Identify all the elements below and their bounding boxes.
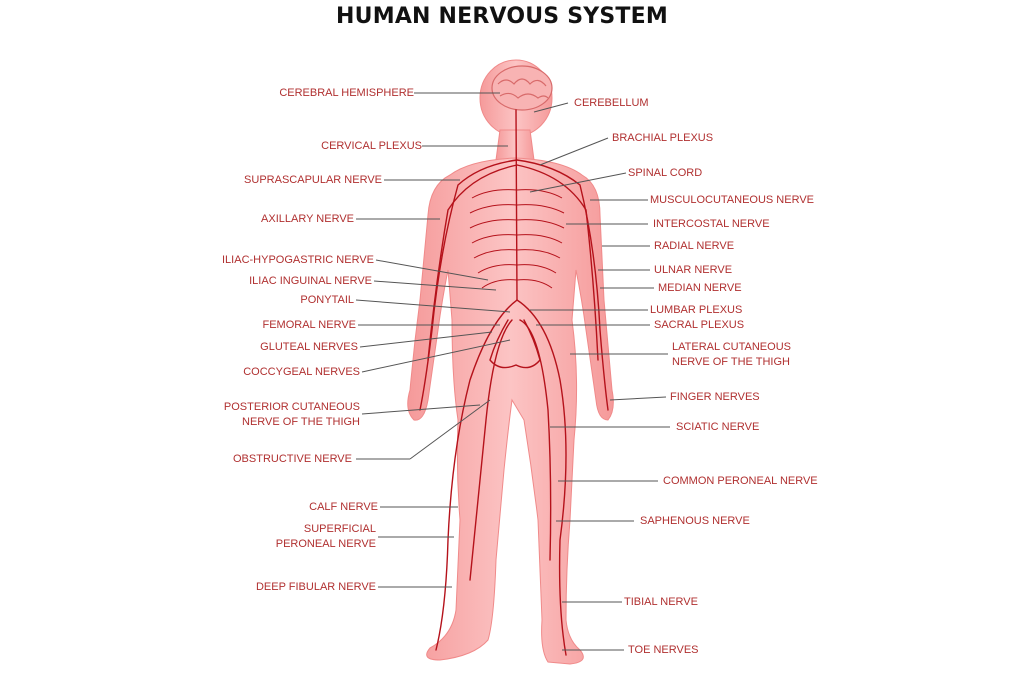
label-musculocutaneous-nerve: MUSCULOCUTANEOUS NERVE (650, 193, 814, 208)
label-line: FEMORAL NERVE (262, 318, 356, 333)
label-line: CERVICAL PLEXUS (321, 139, 422, 154)
label-finger-nerves: FINGER NERVES (670, 390, 760, 405)
label-line: COCCYGEAL NERVES (243, 365, 360, 380)
label-line: MEDIAN NERVE (658, 281, 742, 296)
label-line: RADIAL NERVE (654, 239, 734, 254)
label-line: AXILLARY NERVE (261, 212, 354, 227)
label-deep-fibular-nerve: DEEP FIBULAR NERVE (256, 580, 376, 595)
label-line: CEREBRAL HEMISPHERE (279, 86, 414, 101)
label-line: DEEP FIBULAR NERVE (256, 580, 376, 595)
label-line: SUPRASCAPULAR NERVE (244, 173, 382, 188)
label-line: ULNAR NERVE (654, 263, 732, 278)
label-axillary-nerve: AXILLARY NERVE (261, 212, 354, 227)
label-line: SACRAL PLEXUS (654, 318, 744, 333)
label-suprascapular-nerve: SUPRASCAPULAR NERVE (244, 173, 382, 188)
label-line: TIBIAL NERVE (624, 595, 698, 610)
label-line: NERVE OF THE THIGH (224, 415, 360, 430)
label-line: SUPERFICIAL (276, 522, 376, 537)
label-line: PERONEAL NERVE (276, 537, 376, 552)
label-line: GLUTEAL NERVES (260, 340, 358, 355)
label-coccygeal-nerves: COCCYGEAL NERVES (243, 365, 360, 380)
body-silhouette (408, 60, 614, 664)
label-line: ILIAC-HYPOGASTRIC NERVE (222, 253, 374, 268)
label-obstructive-nerve: OBSTRUCTIVE NERVE (233, 452, 352, 467)
label-sacral-plexus: SACRAL PLEXUS (654, 318, 744, 333)
label-sciatic-nerve: SCIATIC NERVE (676, 420, 759, 435)
label-cervical-plexus: CERVICAL PLEXUS (321, 139, 422, 154)
label-iliac-inguinal-nerve: ILIAC INGUINAL NERVE (249, 274, 372, 289)
label-gluteal-nerves: GLUTEAL NERVES (260, 340, 358, 355)
label-common-peroneal-nerve: COMMON PERONEAL NERVE (663, 474, 818, 489)
label-line: LATERAL CUTANEOUS (672, 340, 791, 355)
label-femoral-nerve: FEMORAL NERVE (262, 318, 356, 333)
label-line: CEREBELLUM (574, 96, 649, 111)
label-line: ILIAC INGUINAL NERVE (249, 274, 372, 289)
label-toe-nerves: TOE NERVES (628, 643, 699, 658)
label-line: LUMBAR PLEXUS (650, 303, 742, 318)
label-radial-nerve: RADIAL NERVE (654, 239, 734, 254)
label-ulnar-nerve: ULNAR NERVE (654, 263, 732, 278)
label-line: POSTERIOR CUTANEOUS (224, 400, 360, 415)
label-spinal-cord: SPINAL CORD (628, 166, 702, 181)
label-line: FINGER NERVES (670, 390, 760, 405)
label-cerebellum: CEREBELLUM (574, 96, 649, 111)
label-saphenous-nerve: SAPHENOUS NERVE (640, 514, 750, 529)
label-line: INTERCOSTAL NERVE (653, 217, 770, 232)
label-line: PONYTAIL (300, 293, 354, 308)
label-line: BRACHIAL PLEXUS (612, 131, 713, 146)
label-line: SAPHENOUS NERVE (640, 514, 750, 529)
label-lumbar-plexus: LUMBAR PLEXUS (650, 303, 742, 318)
label-cerebral-hemisphere: CEREBRAL HEMISPHERE (279, 86, 414, 101)
label-ponytail: PONYTAIL (300, 293, 354, 308)
label-calf-nerve: CALF NERVE (309, 500, 378, 515)
brain (492, 66, 552, 110)
label-line: MUSCULOCUTANEOUS NERVE (650, 193, 814, 208)
label-intercostal-nerve: INTERCOSTAL NERVE (653, 217, 770, 232)
label-line: SCIATIC NERVE (676, 420, 759, 435)
label-iliac-hypogastric-nerve: ILIAC-HYPOGASTRIC NERVE (222, 253, 374, 268)
label-tibial-nerve: TIBIAL NERVE (624, 595, 698, 610)
label-line: COMMON PERONEAL NERVE (663, 474, 818, 489)
label-line: OBSTRUCTIVE NERVE (233, 452, 352, 467)
label-line: NERVE OF THE THIGH (672, 355, 791, 370)
label-median-nerve: MEDIAN NERVE (658, 281, 742, 296)
label-brachial-plexus: BRACHIAL PLEXUS (612, 131, 713, 146)
label-line: CALF NERVE (309, 500, 378, 515)
label-line: SPINAL CORD (628, 166, 702, 181)
label-line: TOE NERVES (628, 643, 699, 658)
